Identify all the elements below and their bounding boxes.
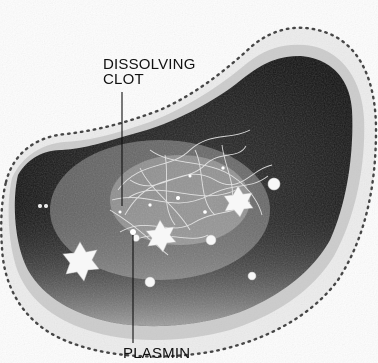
dissolving-clot-label-line2: CLOT: [103, 72, 196, 87]
plasmin-dot-icon: [119, 211, 122, 214]
plasmin-dot-icon: [203, 210, 207, 214]
plasmin-dot-icon: [221, 166, 224, 169]
plasmin-dot-icon: [189, 175, 192, 178]
plasmin-dot-icon: [130, 229, 136, 235]
plasmin-label-text: PLASMIN: [123, 346, 190, 361]
plasmin-label: PLASMIN: [123, 346, 190, 361]
dissolving-clot-label: DISSOLVING CLOT: [103, 57, 196, 87]
plasmin-dot-icon: [148, 203, 151, 206]
dissolving-clot-label-line1: DISSOLVING: [103, 57, 196, 72]
plasmin-dot-icon: [176, 196, 180, 200]
